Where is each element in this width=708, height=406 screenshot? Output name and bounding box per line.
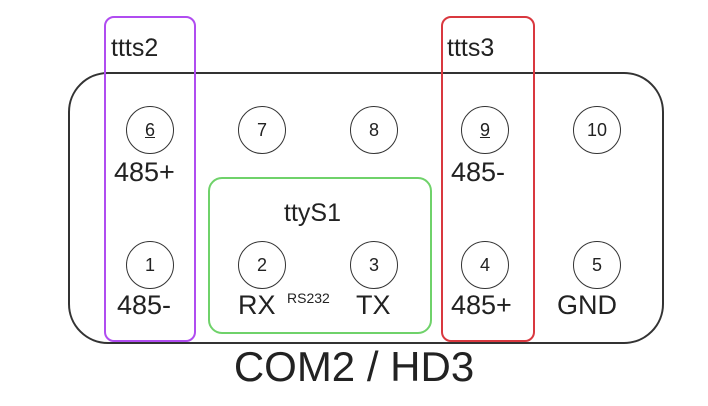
- pin-1-signal: 485-: [117, 290, 172, 320]
- ttys1-label: ttyS1: [284, 199, 341, 227]
- pin-3-signal: TX: [356, 290, 391, 320]
- diagram-title: COM2 / HD3: [233, 343, 475, 390]
- pin-9-signal: 485-: [451, 157, 506, 187]
- pin-5: 5: [573, 241, 621, 289]
- ttts2-group-box: [104, 16, 196, 342]
- pin-3: 3: [350, 241, 398, 289]
- pin-4: 4: [461, 241, 509, 289]
- pin-6: 6: [126, 106, 174, 154]
- pin-9: 9: [461, 106, 509, 154]
- pin-2: 2: [238, 241, 286, 289]
- pin-8: 8: [350, 106, 398, 154]
- ttts2-label: ttts2: [111, 34, 159, 62]
- pin-10: 10: [573, 106, 621, 154]
- rs232-label: RS232: [287, 290, 330, 306]
- pin-1: 1: [126, 241, 174, 289]
- pin-4-signal: 485+: [451, 290, 512, 320]
- ttts3-label: ttts3: [447, 34, 495, 62]
- connector-outline: [68, 72, 664, 344]
- pin-2-signal: RX: [238, 290, 276, 320]
- ttys1-group-box: [208, 177, 432, 334]
- pin-5-signal: GND: [557, 290, 617, 320]
- pin-7: 7: [238, 106, 286, 154]
- pin-6-signal: 485+: [114, 157, 175, 187]
- ttts3-group-box: [441, 16, 535, 342]
